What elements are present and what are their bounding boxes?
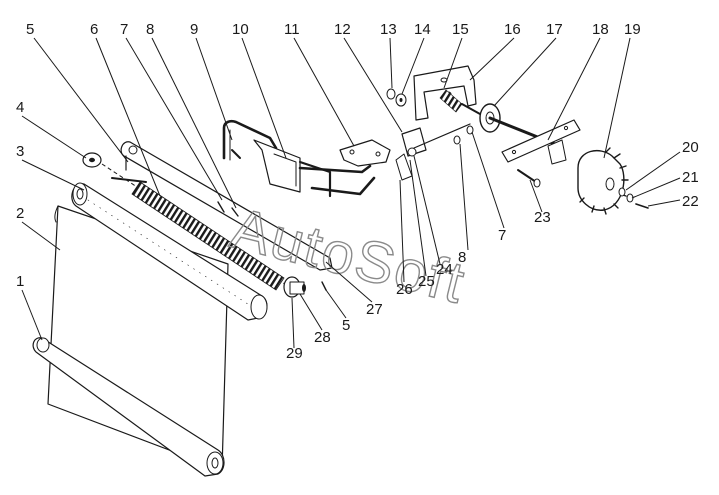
callout-numbers: 1 2 3 4 5 6 7 8 9 10 11 12 13 14 15 16 1… bbox=[16, 21, 699, 362]
callout-15: 15 bbox=[452, 21, 469, 38]
shaft-end bbox=[111, 177, 147, 183]
bushing-29 bbox=[283, 276, 306, 298]
knob-19 bbox=[577, 147, 629, 215]
callout-4: 4 bbox=[16, 99, 24, 116]
callout-9: 9 bbox=[190, 21, 198, 38]
bottom-bar bbox=[32, 337, 225, 477]
callout-29: 29 bbox=[286, 345, 303, 362]
callout-8b: 8 bbox=[458, 249, 466, 266]
spring-15 bbox=[439, 89, 463, 113]
callout-6: 6 bbox=[90, 21, 98, 38]
callout-7b: 7 bbox=[498, 227, 506, 244]
callout-23: 23 bbox=[534, 209, 551, 226]
callout-12: 12 bbox=[334, 21, 351, 38]
callout-7: 7 bbox=[120, 21, 128, 38]
leader-lines bbox=[21, 37, 681, 349]
callout-19: 19 bbox=[624, 21, 641, 38]
callout-16: 16 bbox=[504, 21, 521, 38]
callout-10: 10 bbox=[232, 21, 249, 38]
callout-22: 22 bbox=[682, 193, 699, 210]
callout-21: 21 bbox=[682, 169, 699, 186]
callout-11: 11 bbox=[284, 21, 300, 38]
callout-2: 2 bbox=[16, 205, 24, 222]
callout-20: 20 bbox=[682, 139, 699, 156]
plate-11 bbox=[339, 139, 391, 167]
callout-25: 25 bbox=[418, 273, 435, 290]
callout-13: 13 bbox=[380, 21, 397, 38]
callout-24: 24 bbox=[436, 261, 453, 278]
callout-17: 17 bbox=[546, 21, 563, 38]
callout-14: 14 bbox=[414, 21, 431, 38]
callout-26: 26 bbox=[396, 281, 413, 298]
callout-8: 8 bbox=[146, 21, 154, 38]
roller-tube bbox=[71, 182, 268, 321]
flange-plate-18 bbox=[501, 119, 581, 165]
callout-18: 18 bbox=[592, 21, 609, 38]
screw-right-7-8 bbox=[453, 125, 474, 145]
screws-7-8 bbox=[217, 201, 327, 291]
washers-20-21-22 bbox=[618, 187, 649, 209]
bracket-arm bbox=[120, 141, 333, 271]
callout-3: 3 bbox=[16, 143, 24, 160]
coil-spring bbox=[131, 181, 285, 291]
clamp-bracket bbox=[395, 123, 471, 181]
callout-5: 5 bbox=[26, 21, 34, 38]
nut-washer-13-14 bbox=[386, 88, 407, 107]
bolt-23 bbox=[517, 169, 541, 188]
callout-5b: 5 bbox=[342, 317, 350, 334]
washer-4 bbox=[82, 152, 102, 168]
callout-28: 28 bbox=[314, 329, 331, 346]
callout-27: 27 bbox=[366, 301, 383, 318]
callout-1: 1 bbox=[16, 273, 24, 290]
